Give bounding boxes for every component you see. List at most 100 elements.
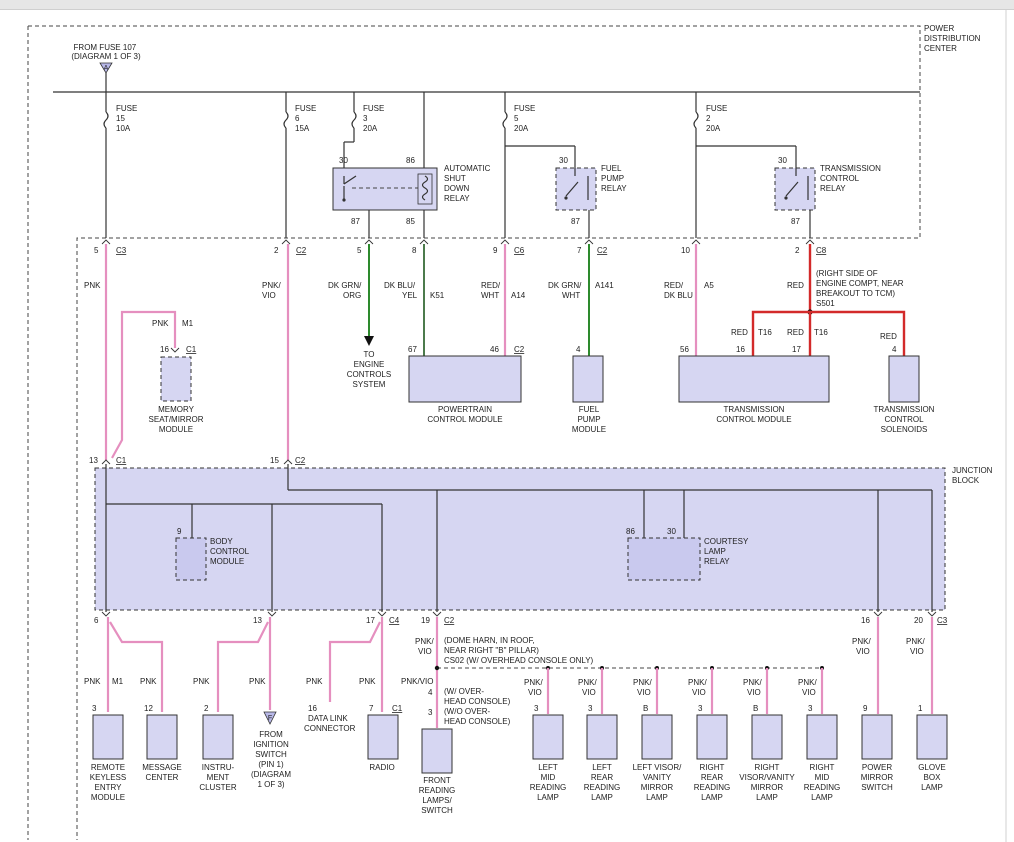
svg-text:30: 30 [778, 156, 787, 165]
svg-text:2: 2 [274, 246, 279, 255]
svg-text:13: 13 [89, 456, 98, 465]
svg-text:DK GRN/WHT: DK GRN/WHT [548, 281, 582, 300]
from-fuse-label: FROM FUSE 107 (DIAGRAM 1 OF 3) [71, 43, 141, 61]
svg-text:86: 86 [626, 527, 635, 536]
svg-text:86: 86 [406, 156, 415, 165]
svg-text:13: 13 [253, 616, 262, 625]
svg-text:C2: C2 [296, 246, 307, 255]
svg-text:C1: C1 [116, 456, 127, 465]
svg-text:C2: C2 [597, 246, 608, 255]
svg-text:PNK: PNK [152, 319, 169, 328]
svg-text:85: 85 [406, 217, 415, 226]
svg-text:3: 3 [698, 704, 703, 713]
svg-text:16: 16 [861, 616, 870, 625]
arrow-down-icon [364, 336, 374, 346]
svg-text:2: 2 [795, 246, 800, 255]
svg-text:PNK: PNK [193, 677, 210, 686]
svg-text:A141: A141 [595, 281, 614, 290]
radio: 7 C1 RADIO [367, 704, 403, 772]
svg-text:RADIO: RADIO [369, 763, 394, 772]
svg-text:C1: C1 [392, 704, 403, 713]
svg-text:30: 30 [667, 527, 676, 536]
svg-text:56: 56 [680, 345, 689, 354]
svg-text:3: 3 [428, 708, 433, 717]
junction-block [94, 467, 946, 611]
svg-text:RED: RED [787, 281, 804, 290]
svg-text:46: 46 [490, 345, 499, 354]
window-top-bar [0, 0, 1014, 10]
wire-pnk-label-1: PNK [84, 281, 101, 290]
svg-text:T16: T16 [814, 328, 828, 337]
svg-text:C3: C3 [116, 246, 127, 255]
svg-text:B: B [753, 704, 758, 713]
svg-text:17: 17 [792, 345, 801, 354]
svg-text:6: 6 [94, 616, 99, 625]
svg-text:9: 9 [863, 704, 868, 713]
svg-text:C2: C2 [295, 456, 306, 465]
svg-text:30: 30 [339, 156, 348, 165]
svg-text:30: 30 [559, 156, 568, 165]
svg-text:PNK/VIO: PNK/VIO [906, 637, 925, 656]
svg-text:8: 8 [412, 246, 417, 255]
svg-text:3: 3 [534, 704, 539, 713]
svg-text:9: 9 [493, 246, 498, 255]
svg-text:RED: RED [731, 328, 748, 337]
svg-text:87: 87 [791, 217, 800, 226]
svg-text:C6: C6 [514, 246, 525, 255]
svg-text:F: F [268, 715, 272, 722]
svg-text:67: 67 [408, 345, 417, 354]
svg-text:87: 87 [571, 217, 580, 226]
svg-text:PNK: PNK [84, 677, 101, 686]
svg-text:10: 10 [681, 246, 690, 255]
svg-text:7: 7 [577, 246, 582, 255]
svg-text:A5: A5 [704, 281, 714, 290]
svg-text:3: 3 [808, 704, 813, 713]
svg-text:C2: C2 [514, 345, 525, 354]
connector-a-icon [99, 62, 113, 74]
svg-text:PNK/VIO: PNK/VIO [524, 678, 543, 697]
svg-text:PNK/VIO: PNK/VIO [633, 678, 652, 697]
svg-text:DK GRN/ORG: DK GRN/ORG [328, 281, 362, 300]
lamp-feed-wires [546, 668, 824, 714]
svg-text:C2: C2 [444, 616, 455, 625]
svg-text:K51: K51 [430, 291, 445, 300]
svg-text:C3: C3 [937, 616, 948, 625]
